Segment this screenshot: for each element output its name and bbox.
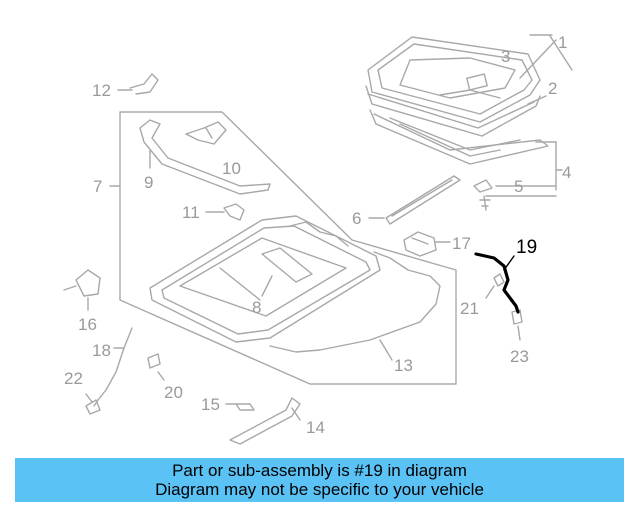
callout-19[interactable]: 19 [516, 237, 537, 258]
callout-20: 20 [164, 383, 183, 402]
seal-frame [365, 85, 541, 137]
callout-labels: 1 2 3 4 5 6 7 8 9 10 11 12 13 14 15 16 1… [64, 33, 571, 437]
callout-1: 1 [558, 33, 567, 52]
info-banner: Part or sub-assembly is #19 in diagram D… [15, 458, 624, 502]
callout-22: 22 [64, 369, 83, 388]
banner-line-part: Part or sub-assembly is #19 in diagram [172, 461, 467, 480]
callout-6: 6 [352, 209, 361, 228]
callout-18: 18 [92, 341, 111, 360]
deflector-panel [369, 109, 549, 165]
motor [403, 231, 451, 257]
callout-12: 12 [92, 81, 111, 100]
callout-15: 15 [201, 395, 220, 414]
callout-2: 2 [548, 79, 557, 98]
glass-panel [367, 36, 541, 123]
drain-cable [269, 251, 441, 353]
assembly-bounding-box [119, 111, 457, 385]
callout-10: 10 [222, 159, 241, 178]
parts-diagram: 1 2 3 4 5 6 7 8 9 10 11 12 13 14 15 16 1… [63, 33, 573, 445]
callout-21: 21 [460, 299, 479, 318]
banner-line-disclaimer: Diagram may not be specific to your vehi… [155, 480, 484, 499]
callout-4: 4 [562, 163, 571, 182]
callout-8: 8 [252, 298, 261, 317]
callout-7: 7 [93, 177, 102, 196]
callout-3: 3 [501, 47, 510, 66]
callout-23: 23 [510, 347, 529, 366]
callout-16: 16 [78, 315, 97, 334]
callout-13: 13 [394, 356, 413, 375]
sunroof-frame [149, 215, 381, 343]
callout-11: 11 [182, 203, 200, 222]
drain-rail [368, 175, 461, 225]
drive-motor [63, 269, 101, 311]
callout-14: 14 [306, 418, 325, 437]
callout-9: 9 [144, 173, 153, 192]
part-19-drain-hose[interactable] [474, 252, 520, 314]
callout-17: 17 [452, 234, 471, 253]
callout-5: 5 [514, 177, 523, 196]
